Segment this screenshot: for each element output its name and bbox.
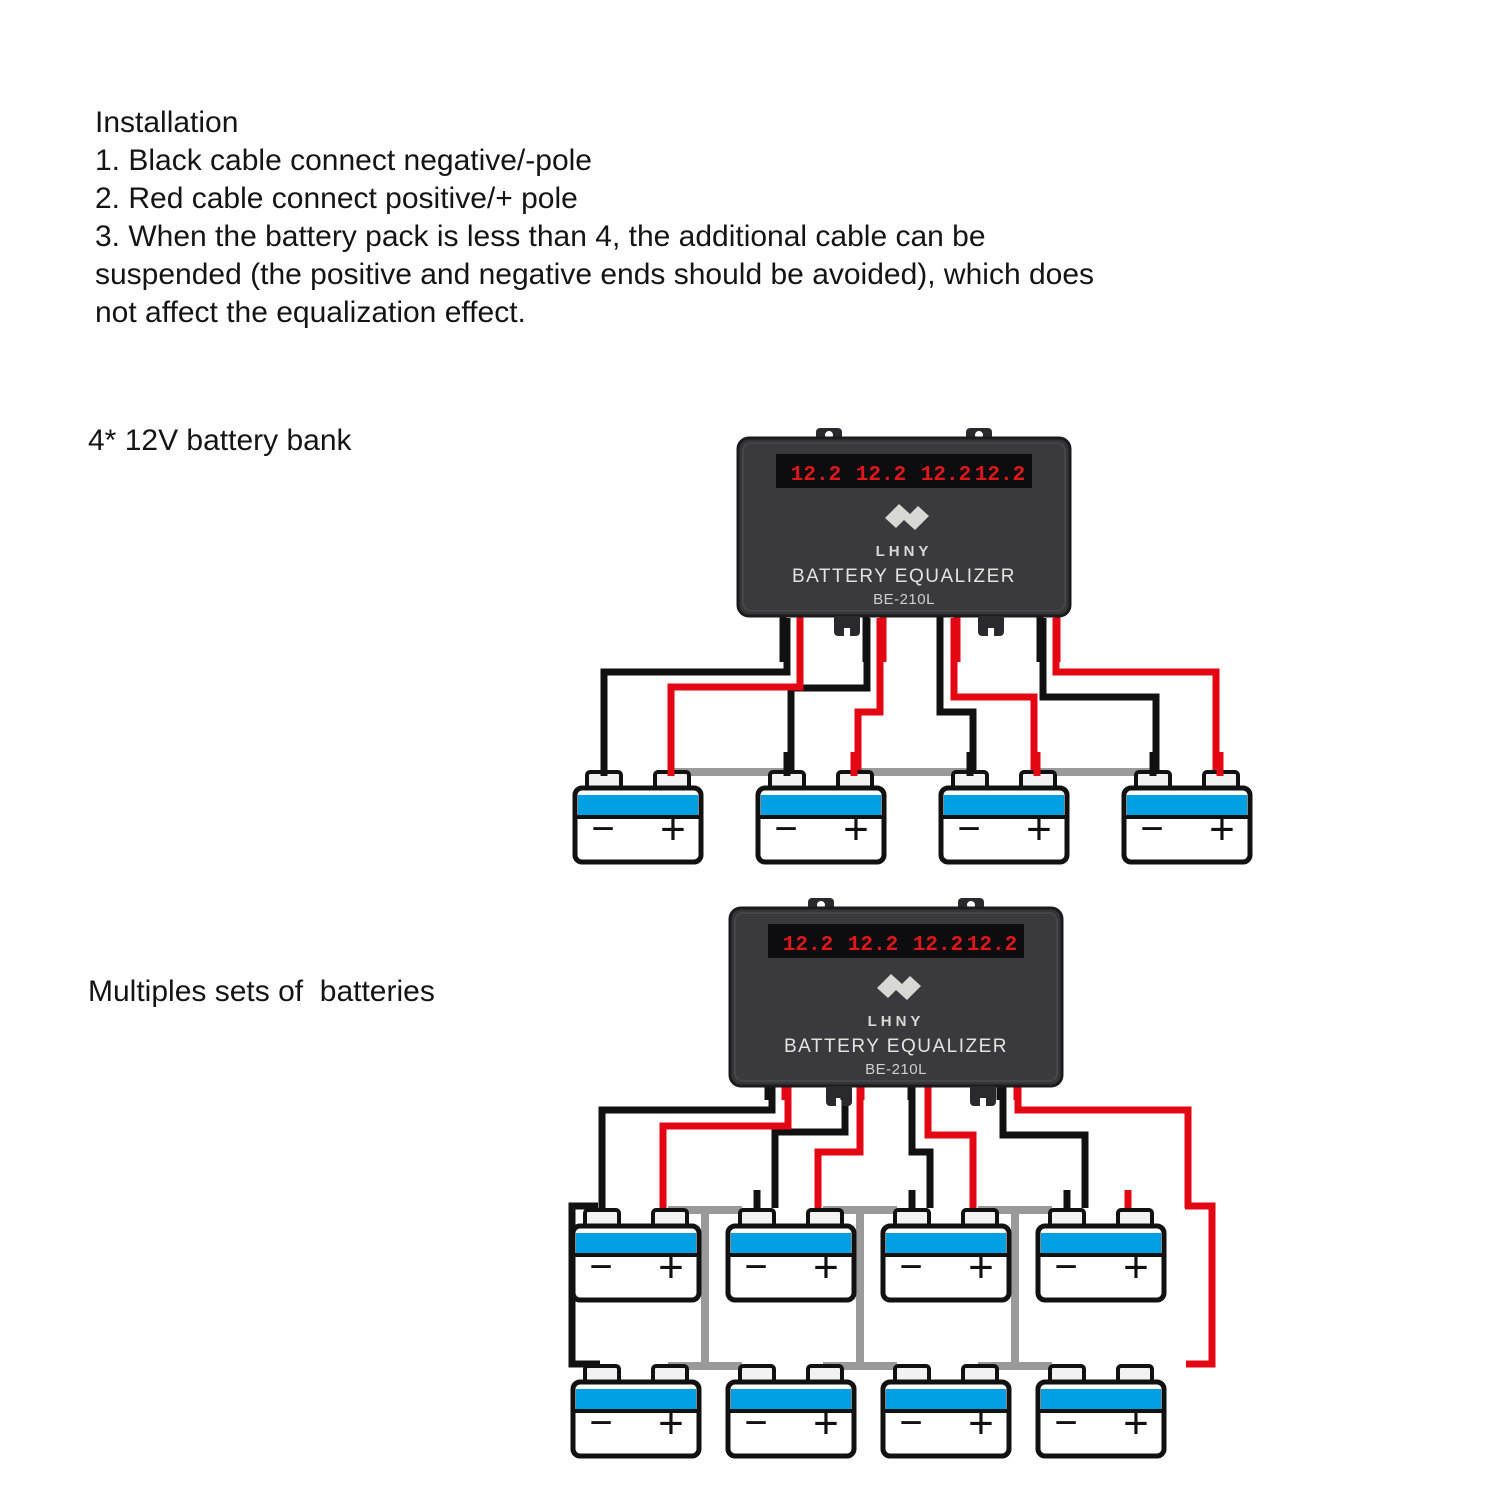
device-title: BATTERY EQUALIZER — [784, 1036, 1008, 1057]
svg-text:−: − — [1140, 807, 1163, 851]
svg-text:−: − — [957, 807, 980, 851]
right-return-red-cable — [1185, 1202, 1216, 1368]
svg-text:−: − — [744, 1401, 767, 1445]
svg-text:−: − — [774, 807, 797, 851]
battery: − + — [941, 772, 1067, 862]
battery-row-upper-bottom-section: − + − + − + − + — [573, 1210, 1164, 1300]
voltage-display-3: 12.2 — [913, 934, 963, 957]
voltage-display-4: 12.2 — [975, 464, 1025, 487]
voltage-display-2: 12.2 — [856, 464, 906, 487]
battery-row-top: − + − + − + − + — [575, 772, 1250, 862]
svg-text:+: + — [1123, 1399, 1149, 1448]
svg-text:+: + — [1026, 805, 1052, 854]
caption-battery-bank: 4* 12V battery bank — [88, 424, 352, 457]
svg-text:−: − — [899, 1245, 922, 1289]
instruction-line-2: 2. Red cable connect positive/+ pole — [95, 182, 578, 215]
svg-text:+: + — [660, 805, 686, 854]
svg-text:+: + — [813, 1399, 839, 1448]
battery: − + — [1038, 1210, 1164, 1300]
terminal-stubs-top — [600, 752, 1224, 776]
voltage-display-1: 12.2 — [791, 464, 841, 487]
svg-text:−: − — [1054, 1245, 1077, 1289]
instruction-line-0: Installation — [95, 106, 239, 139]
instruction-line-4: suspended (the positive and negative end… — [95, 258, 1095, 291]
svg-text:−: − — [591, 807, 614, 851]
svg-text:+: + — [968, 1243, 994, 1292]
diagram-multiple-battery-sets: − + − + − + − + − + — [568, 896, 1216, 1456]
svg-text:−: − — [899, 1401, 922, 1445]
battery: − + — [758, 772, 884, 862]
device-model: BE-210L — [865, 1061, 927, 1078]
svg-text:+: + — [968, 1399, 994, 1448]
battery: − + — [1038, 1366, 1164, 1456]
voltage-display-1: 12.2 — [783, 934, 833, 957]
diagram-battery-bank-4x12v: − + − + − + − + — [575, 426, 1250, 862]
battery: − + — [573, 1366, 699, 1456]
device-model: BE-210L — [873, 591, 935, 608]
installation-instructions: Installation 1. Black cable connect nega… — [95, 104, 1275, 332]
instruction-line-3: 3. When the battery pack is less than 4,… — [95, 220, 986, 253]
caption-multiple-sets: Multiples sets of batteries — [88, 975, 435, 1008]
voltage-display-4: 12.2 — [967, 934, 1017, 957]
battery-equalizer-device[interactable]: 12.2 12.2 12.2 12.2 LHNY BATTERY EQUALIZ… — [728, 896, 1064, 1108]
svg-text:−: − — [1054, 1401, 1077, 1445]
brand-name: LHNY — [876, 543, 933, 560]
battery: − + — [573, 1210, 699, 1300]
voltage-display-2: 12.2 — [848, 934, 898, 957]
battery: − + — [728, 1210, 854, 1300]
voltage-display-3: 12.2 — [921, 464, 971, 487]
svg-text:+: + — [1123, 1243, 1149, 1292]
svg-text:−: − — [589, 1401, 612, 1445]
svg-text:+: + — [658, 1243, 684, 1292]
brand-name: LHNY — [868, 1013, 925, 1030]
battery-equalizer-device[interactable]: 12.2 12.2 12.2 12.2 LHNY BATTERY EQUALIZ… — [736, 426, 1072, 638]
device-cable-stubs-top — [779, 612, 1061, 662]
battery: − + — [883, 1366, 1009, 1456]
lhny-logo-icon — [885, 504, 929, 530]
battery: − + — [575, 772, 701, 862]
battery: − + — [883, 1210, 1009, 1300]
svg-text:+: + — [1209, 805, 1235, 854]
instruction-line-5: not affect the equalization effect. — [95, 296, 526, 329]
battery: − + — [728, 1366, 854, 1456]
battery: − + — [1124, 772, 1250, 862]
svg-text:+: + — [658, 1399, 684, 1448]
battery-row-lower-bottom-section: − + − + − + − + — [573, 1366, 1164, 1456]
svg-text:+: + — [813, 1243, 839, 1292]
svg-text:−: − — [589, 1245, 612, 1289]
lhny-logo-icon — [877, 974, 921, 1000]
svg-text:−: − — [744, 1245, 767, 1289]
device-title: BATTERY EQUALIZER — [792, 566, 1016, 587]
svg-text:+: + — [843, 805, 869, 854]
instruction-line-1: 1. Black cable connect negative/-pole — [95, 144, 592, 177]
